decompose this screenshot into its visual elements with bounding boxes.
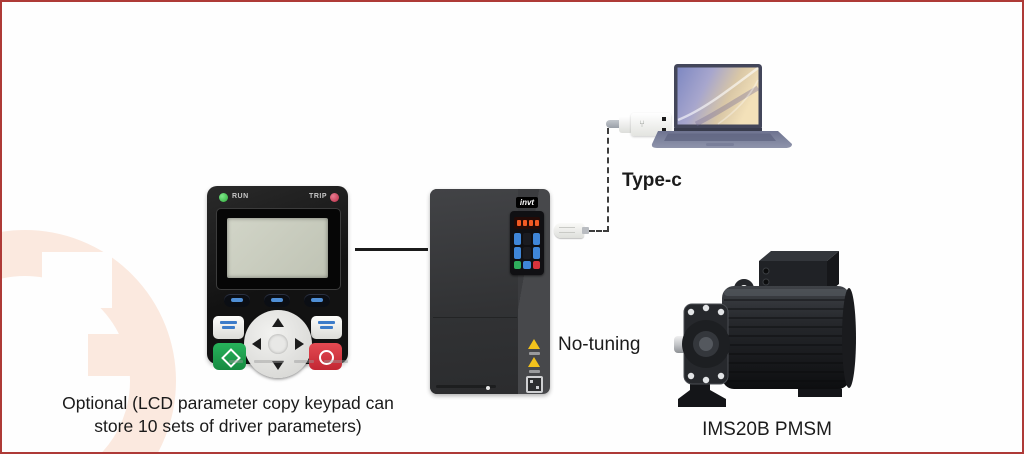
laptop-hinge bbox=[674, 128, 762, 132]
drive-button[interactable] bbox=[514, 247, 522, 259]
navigation-dpad[interactable] bbox=[244, 310, 312, 378]
ent-button-text-mark bbox=[320, 326, 333, 329]
prg-button-text-mark bbox=[220, 321, 237, 324]
dpad-center[interactable] bbox=[268, 334, 288, 354]
keypad-drive-connector-line bbox=[355, 248, 428, 251]
laptop-touchpad bbox=[706, 143, 734, 146]
warning-label-text-mark bbox=[529, 370, 540, 373]
segment-digit bbox=[529, 220, 533, 226]
qr-code-icon bbox=[526, 376, 543, 393]
function-button[interactable] bbox=[304, 294, 330, 307]
blurred-text-artifact bbox=[229, 360, 243, 363]
warning-triangle-icon bbox=[528, 357, 540, 367]
caption-line-1: Optional (LCD parameter copy keypad can bbox=[62, 393, 394, 413]
drive-button[interactable] bbox=[523, 247, 531, 259]
run-diamond-icon bbox=[221, 348, 241, 368]
stop-circle-icon bbox=[319, 350, 334, 365]
function-button-icon bbox=[271, 298, 283, 302]
segment-digit bbox=[523, 220, 527, 226]
usb-a-plug-tip bbox=[606, 120, 622, 128]
drive-button[interactable] bbox=[532, 233, 540, 245]
arrow-left-icon[interactable] bbox=[252, 338, 261, 350]
arrow-up-icon[interactable] bbox=[272, 318, 284, 327]
function-button-icon bbox=[231, 298, 243, 302]
arrow-right-icon[interactable] bbox=[295, 338, 304, 350]
motor-model-label: IMS20B PMSM bbox=[702, 419, 832, 440]
usb-a-plug-neck bbox=[619, 116, 633, 133]
dashed-cable-vertical bbox=[607, 128, 609, 232]
drive-button-row bbox=[514, 261, 540, 269]
blurred-text-artifact bbox=[254, 360, 284, 363]
motor-endcap bbox=[842, 288, 856, 388]
run-led-label: RUN bbox=[232, 193, 249, 200]
run-button[interactable] bbox=[213, 343, 246, 370]
lcd-bezel bbox=[216, 208, 341, 290]
drive-bottom-vent bbox=[436, 385, 496, 388]
trip-led-icon bbox=[330, 193, 339, 202]
drive-button[interactable] bbox=[532, 247, 540, 259]
lcd-screen bbox=[227, 218, 328, 278]
motor-fins bbox=[724, 299, 848, 382]
wallpaper-swoosh bbox=[677, 67, 759, 122]
drive-stop-button[interactable] bbox=[532, 261, 540, 269]
seven-segment-display bbox=[514, 217, 540, 229]
prg-esc-button[interactable] bbox=[213, 316, 244, 339]
usb-c-plug-tip bbox=[582, 227, 589, 234]
usb-contact-pin bbox=[662, 128, 666, 132]
drive-button[interactable] bbox=[514, 233, 522, 245]
warning-label-text-mark bbox=[529, 352, 540, 355]
shaft-hub bbox=[699, 337, 713, 351]
ent-button-text-mark bbox=[318, 321, 335, 324]
function-button[interactable] bbox=[224, 294, 250, 307]
drive-button-grid bbox=[514, 233, 540, 259]
laptop bbox=[651, 64, 792, 148]
drive-run-button[interactable] bbox=[514, 261, 522, 269]
vfd-drive: invt bbox=[430, 189, 550, 394]
prg-button-text-mark bbox=[222, 326, 235, 329]
type-c-label: Type-c bbox=[622, 170, 682, 191]
function-button[interactable] bbox=[264, 294, 290, 307]
invt-brand-badge: invt bbox=[516, 197, 538, 208]
motor-highlight bbox=[724, 289, 848, 296]
warning-triangle-icon bbox=[528, 339, 540, 349]
arrow-down-icon[interactable] bbox=[272, 361, 284, 370]
blurred-text-artifact bbox=[294, 360, 314, 363]
usb-contact-pin bbox=[662, 117, 666, 121]
watermark-logo-block bbox=[88, 334, 134, 376]
data-ent-button[interactable] bbox=[311, 316, 342, 339]
mounting-screw-dot bbox=[486, 386, 490, 390]
drive-button[interactable] bbox=[523, 233, 531, 245]
run-led-icon bbox=[219, 193, 228, 202]
watermark-logo-notch bbox=[42, 252, 112, 308]
trip-led-label: TRIP bbox=[309, 193, 327, 200]
caption-line-2: store 10 sets of driver parameters) bbox=[94, 416, 362, 436]
drive-mode-button[interactable] bbox=[523, 261, 531, 269]
blurred-text-artifact bbox=[324, 360, 348, 363]
wallpaper-swoosh bbox=[717, 79, 759, 125]
drive-keypad-module bbox=[510, 211, 544, 275]
junction-box-side bbox=[827, 251, 839, 294]
segment-digit bbox=[535, 220, 539, 226]
no-tuning-label: No-tuning bbox=[558, 334, 641, 355]
pmsm-motor bbox=[674, 251, 856, 407]
cable-gland bbox=[762, 267, 770, 275]
stop-reset-button[interactable] bbox=[309, 343, 342, 370]
dashed-cable-horizontal bbox=[589, 230, 609, 232]
usb-a-plug-body: ⑂ bbox=[631, 113, 671, 136]
laptop-keyboard bbox=[664, 133, 776, 141]
drive-cover-seam bbox=[433, 317, 517, 318]
drive-front-cover bbox=[430, 189, 518, 394]
caption: Optional (LCD parameter copy keypad can … bbox=[40, 392, 416, 438]
motor-body bbox=[722, 286, 850, 389]
usb-c-plug-drive bbox=[554, 223, 584, 238]
segment-digit bbox=[517, 220, 521, 226]
lcd-copy-keypad: RUN TRIP bbox=[207, 186, 348, 378]
function-button-icon bbox=[311, 298, 323, 302]
usb-trident-icon: ⑂ bbox=[639, 119, 645, 130]
wallpaper-swoosh bbox=[694, 85, 760, 127]
junction-box-top bbox=[759, 251, 839, 261]
cable-gland bbox=[762, 278, 770, 286]
